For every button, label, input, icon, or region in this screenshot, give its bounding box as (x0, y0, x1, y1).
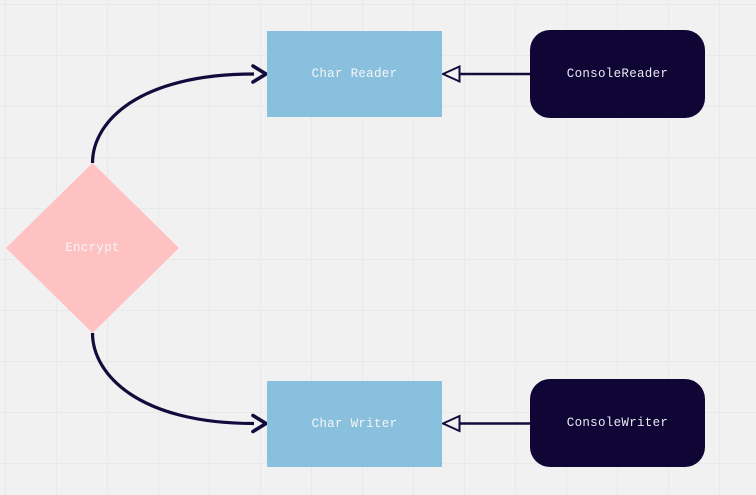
vee-arrowhead-char-reader (251, 64, 270, 84)
hollow-triangle-arrowhead-char-writer (440, 414, 461, 433)
node-char-writer[interactable]: Char Writer (267, 381, 442, 467)
node-char-reader[interactable]: Char Reader (267, 31, 442, 117)
node-encrypt-label: Encrypt (65, 241, 120, 255)
node-console-writer[interactable]: ConsoleWriter (530, 379, 705, 467)
node-console-reader-label: ConsoleReader (566, 67, 669, 81)
node-console-writer-label: ConsoleWriter (566, 416, 669, 430)
edge-encrypt-to-char-writer (90, 332, 255, 426)
node-console-reader[interactable]: ConsoleReader (530, 30, 705, 118)
node-char-reader-label: Char Reader (311, 67, 398, 81)
vee-arrowhead-char-writer (251, 413, 270, 434)
node-char-writer-label: Char Writer (311, 417, 398, 431)
hollow-triangle-arrowhead-char-reader (440, 64, 461, 84)
edge-encrypt-to-char-reader (90, 72, 255, 164)
